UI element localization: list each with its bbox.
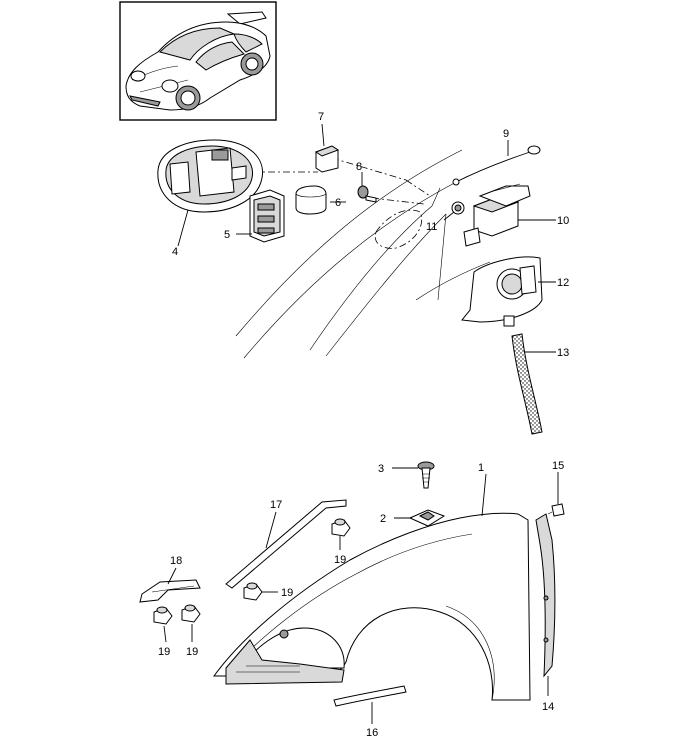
callout-19-b: 19 — [281, 587, 293, 599]
part-buffer — [314, 145, 340, 173]
callout-6: 6 — [335, 197, 341, 209]
callout-3: 3 — [378, 463, 384, 475]
part-hinge-bracket — [249, 189, 285, 243]
car-illustration — [125, 11, 271, 111]
callout-2: 2 — [380, 513, 386, 525]
part-drain-hose — [511, 333, 543, 435]
leader-lines — [163, 123, 559, 724]
part-seal-strip — [535, 513, 556, 678]
callout-14: 14 — [542, 701, 554, 713]
callout-12: 12 — [557, 277, 569, 289]
callout-5: 5 — [224, 229, 230, 241]
nut-2 — [243, 582, 263, 601]
nut-1 — [331, 518, 351, 537]
part-retaining-pin — [357, 185, 377, 203]
callout-10: 10 — [557, 215, 569, 227]
callout-7: 7 — [318, 111, 324, 123]
part-screw — [417, 461, 435, 489]
callout-19-a: 19 — [334, 554, 346, 566]
callout-16: 16 — [366, 727, 378, 739]
part-release-cable — [452, 145, 541, 186]
part-cap — [295, 185, 327, 215]
part-grommet — [451, 201, 465, 215]
part-front-fender — [213, 512, 531, 701]
part-filler-housing — [461, 256, 543, 327]
callout-1: 1 — [478, 462, 484, 474]
nut-3 — [153, 606, 173, 625]
callout-15: 15 — [552, 460, 564, 472]
callout-labels: 1 2 3 4 5 6 7 8 9 10 11 12 13 14 15 16 1… — [158, 111, 569, 739]
part-clip — [547, 503, 565, 517]
nut-4 — [181, 604, 201, 623]
callout-18: 18 — [170, 555, 182, 567]
callout-19-c: 19 — [158, 646, 170, 658]
body-outline-context — [235, 149, 491, 359]
part-actuator — [463, 183, 531, 247]
callout-9: 9 — [503, 128, 509, 140]
part-clip-nut — [408, 509, 446, 527]
part-trim-strip — [333, 685, 407, 707]
part-support-rail — [225, 499, 347, 589]
callout-11: 11 — [426, 221, 437, 233]
callout-17: 17 — [270, 499, 282, 511]
part-nuts — [153, 518, 351, 625]
callout-4: 4 — [172, 246, 178, 258]
part-fuel-flap — [157, 139, 263, 213]
callout-19-d: 19 — [186, 646, 198, 658]
car-overview-inset — [119, 1, 277, 121]
part-bracket — [139, 579, 201, 603]
callout-8: 8 — [356, 161, 362, 173]
callout-13: 13 — [557, 347, 569, 359]
